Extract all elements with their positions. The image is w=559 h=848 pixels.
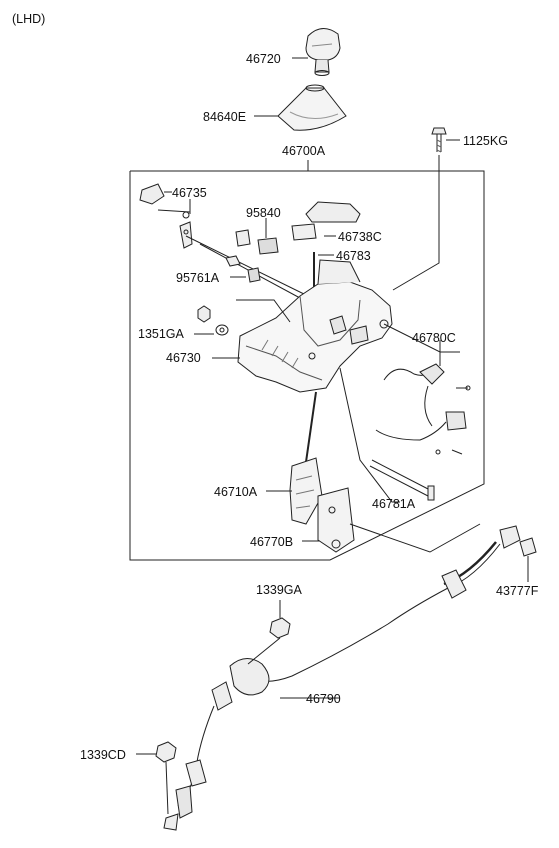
label-46770B: 46770B [250, 535, 294, 549]
label-95840: 95840 [246, 206, 281, 220]
part-46781A [369, 459, 435, 501]
shifter-body [237, 259, 393, 393]
part-43777F [519, 537, 537, 582]
label-46790: 46790 [306, 692, 341, 706]
label-95761A: 95761A [176, 271, 220, 285]
label-43777F: 43777F [496, 584, 539, 598]
label-46735: 46735 [172, 186, 207, 200]
label-1125KG: 1125KG [463, 134, 508, 148]
label-46783: 46783 [336, 249, 371, 263]
assembly-frame [129, 170, 485, 561]
label-46738C: 46738C [338, 230, 382, 244]
label-46710A: 46710A [214, 485, 258, 499]
label-46780C: 46780C [412, 331, 456, 345]
part-46735 [139, 183, 193, 249]
part-46738C [291, 201, 361, 241]
label-84640E: 84640E [203, 110, 247, 124]
part-46790-cable [163, 525, 521, 831]
label-46781A: 46781A [372, 497, 416, 511]
part-46770B [317, 487, 355, 553]
label-1339CD: 1339CD [80, 748, 126, 762]
label-1351GA: 1351GA [138, 327, 184, 341]
part-95761A [225, 255, 261, 283]
label-46730: 46730 [166, 351, 201, 365]
label-46700A: 46700A [282, 144, 326, 158]
label-1339GA: 1339GA [256, 583, 302, 597]
part-1339GA [269, 617, 291, 639]
part-95840 [235, 229, 279, 255]
label-46720: 46720 [246, 52, 281, 66]
part-46710A [289, 391, 323, 525]
part-1351GA [197, 305, 229, 336]
shift-knob [305, 28, 341, 76]
shift-boot [277, 84, 347, 131]
part-1339CD [155, 741, 177, 763]
variant-label: (LHD) [12, 12, 46, 26]
bolt-1125KG [431, 127, 447, 153]
part-46780C [375, 363, 471, 455]
